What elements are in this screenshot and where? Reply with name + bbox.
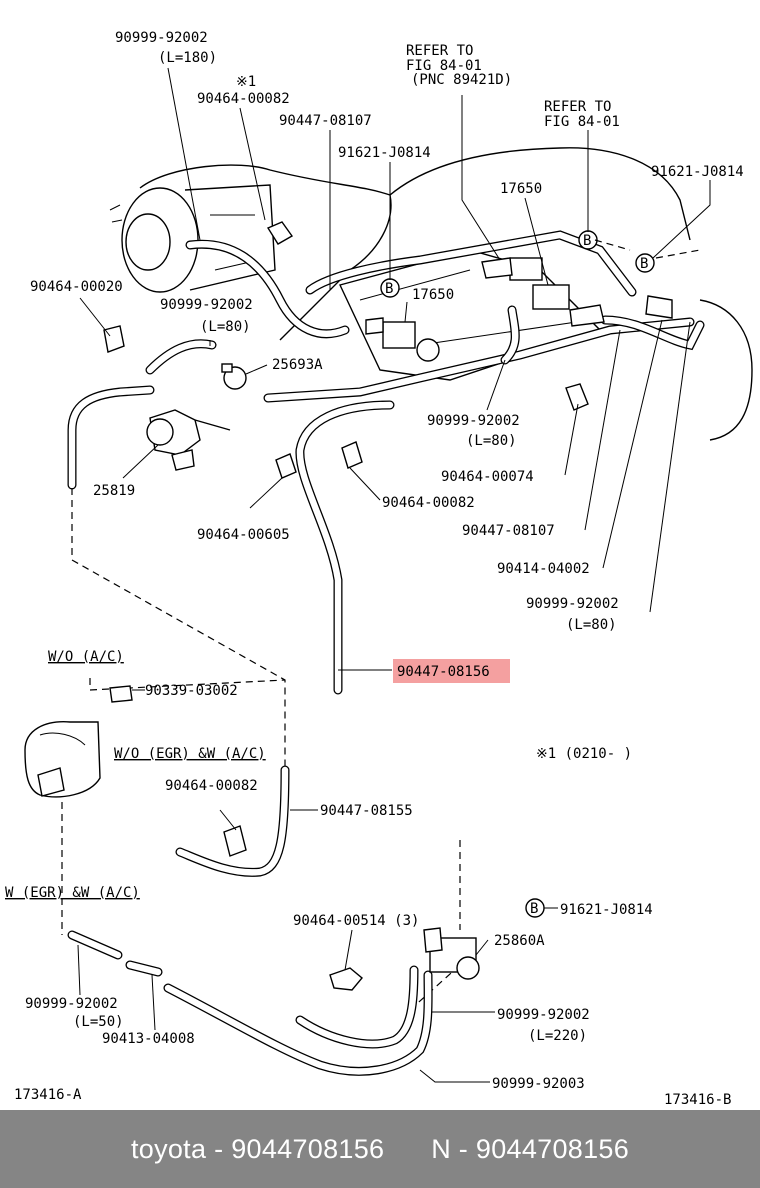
- b-marker-3: B: [385, 281, 393, 297]
- callout-labels: 90999-92002 (L=180) ※1 90464-00082 90447…: [5, 30, 744, 1108]
- label-25693a: 25693A: [272, 357, 323, 373]
- highlight-box: [393, 659, 510, 683]
- label-l80-a: (L=80): [200, 319, 251, 335]
- b-marker-1: B: [583, 233, 591, 249]
- label-90464-00020: 90464-00020: [30, 279, 123, 295]
- b-marker-4: B: [530, 901, 538, 917]
- label-90999-92003: 90999-92003: [492, 1076, 585, 1092]
- label-90999-92002-l80-b: 90999-92002: [427, 413, 520, 429]
- label-90464-00082-b: 90464-00082: [382, 495, 475, 511]
- lower-components: [24, 685, 545, 1076]
- label-90999-92002-l180: 90999-92002: [115, 30, 208, 46]
- label-refer-a3: (PNC 89421D): [411, 72, 512, 88]
- label-refer-a2: FIG 84-01: [406, 58, 482, 74]
- label-90999-92002-l220: 90999-92002: [497, 1007, 590, 1023]
- label-90999-92002-l50: 90999-92002: [25, 996, 118, 1012]
- label-l180: (L=180): [158, 50, 217, 66]
- label-90464-00514: 90464-00514 (3): [293, 913, 419, 929]
- label-90464-00082-c: 90464-00082: [165, 778, 258, 794]
- label-90464-00082-a: 90464-00082: [197, 91, 290, 107]
- label-91621-j0814-a: 91621-J0814: [338, 145, 431, 161]
- label-figure-b: 173416-B: [664, 1092, 731, 1108]
- label-25860a: 25860A: [494, 933, 545, 949]
- upper-components: [103, 221, 673, 479]
- label-90464-00605: 90464-00605: [197, 527, 290, 543]
- engine-outline: [109, 147, 753, 441]
- label-91621-j0814-c: 91621-J0814: [560, 902, 653, 918]
- label-l50: (L=50): [73, 1014, 124, 1030]
- label-note1-a: ※1: [236, 74, 256, 90]
- label-90413-04008: 90413-04008: [102, 1031, 195, 1047]
- label-90447-08107-a: 90447-08107: [279, 113, 372, 129]
- label-figure-a: 173416-A: [14, 1087, 82, 1103]
- label-91621-j0814-b: 91621-J0814: [651, 164, 744, 180]
- leader-lines: [77, 67, 711, 1083]
- label-90339-03002: 90339-03002: [145, 683, 238, 699]
- label-90999-92002-l80-c: 90999-92002: [526, 596, 619, 612]
- label-90447-08155: 90447-08155: [320, 803, 413, 819]
- vacuum-hose-parts-diagram: 90999-92002 (L=180) ※1 90464-00082 90447…: [5, 30, 753, 1108]
- b-marker-2: B: [640, 256, 648, 272]
- label-17650-b: 17650: [412, 287, 454, 303]
- footer-brand-part: toyota - 9044708156: [130, 1133, 385, 1164]
- label-90447-08107-b: 90447-08107: [462, 523, 555, 539]
- label-25819: 25819: [93, 483, 135, 499]
- label-90447-08156-highlighted: 90447-08156: [397, 664, 490, 680]
- label-refer-b2: FIG 84-01: [544, 114, 620, 130]
- label-l80-b: (L=80): [466, 433, 517, 449]
- label-17650-a: 17650: [500, 181, 542, 197]
- label-90464-00074: 90464-00074: [441, 469, 534, 485]
- label-note1-range: ※1 (0210- ): [536, 746, 632, 762]
- label-l80-c: (L=80): [566, 617, 617, 633]
- label-refer-a1: REFER TO: [406, 43, 473, 59]
- label-90414-04002: 90414-04002: [497, 561, 590, 577]
- label-wo-egr-w-ac: W/O (EGR) &W (A/C): [114, 746, 266, 762]
- label-wo-ac: W/O (A/C): [48, 649, 124, 665]
- part-number-footer: toyota - 9044708156 N - 9044708156: [0, 1110, 760, 1188]
- footer-n-part: N - 9044708156: [431, 1133, 630, 1164]
- label-l220: (L=220): [528, 1028, 587, 1044]
- label-90999-92002-l80-a: 90999-92002: [160, 297, 253, 313]
- label-w-egr-w-ac: W (EGR) &W (A/C): [5, 885, 140, 901]
- label-refer-b1: REFER TO: [544, 99, 611, 115]
- upper-hoses: [67, 230, 705, 695]
- footer-gap: [384, 1134, 431, 1165]
